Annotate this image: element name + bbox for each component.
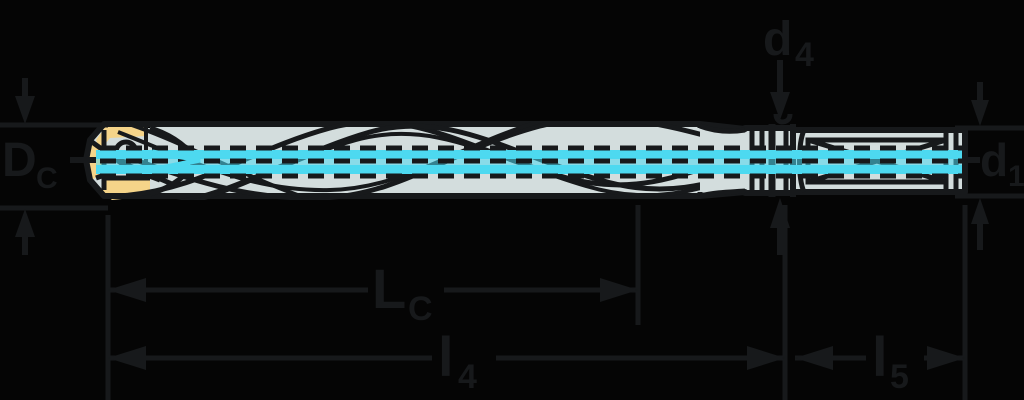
d1-arrow-bot-head	[971, 198, 989, 224]
d1-label: d	[980, 134, 1008, 186]
upper-insert-fill	[96, 126, 146, 150]
l5-label: l	[872, 325, 888, 388]
l4-label-mask	[432, 330, 496, 388]
l5-label-mask	[866, 330, 924, 388]
d4-arrow-top-head	[770, 92, 790, 120]
dc-subscript: C	[36, 162, 58, 195]
d1-subscript: 1	[1008, 160, 1024, 193]
d4-label: d	[763, 13, 792, 66]
coolant-band-upper	[96, 150, 962, 159]
dc-label: D	[2, 134, 37, 187]
taper-top-curve	[699, 123, 746, 134]
dimension-d1: d 1	[955, 82, 1024, 250]
dimension-dc: D C	[0, 78, 108, 255]
coolant-tip-split	[151, 149, 201, 173]
lc-arrow-left	[108, 278, 146, 302]
l4-arrow-right	[747, 346, 785, 370]
taper-bottom-curve	[699, 188, 746, 199]
l4-subscript: 4	[458, 358, 477, 396]
d4-subscript: 4	[795, 36, 814, 74]
neck-top-notch	[773, 113, 793, 125]
coolant-band-lower	[96, 165, 962, 174]
l4-arrow-left	[108, 346, 146, 370]
dimension-d4: d 4	[763, 13, 814, 255]
l5-arrow-left	[795, 346, 833, 370]
lc-subscript: C	[408, 290, 433, 328]
d1-arrow-top-head	[971, 100, 989, 126]
dimension-l5: l 5	[795, 205, 968, 400]
flute-line-5	[139, 131, 700, 200]
dimension-lc: L C	[105, 205, 641, 400]
lc-label-mask	[368, 262, 444, 318]
tool-assembly	[83, 113, 968, 200]
dimension-l4: l 4	[108, 205, 788, 400]
dc-arrow-bot-head	[15, 209, 35, 237]
lc-label: L	[372, 257, 406, 320]
l5-arrow-right	[927, 346, 965, 370]
lc-arrow-right	[600, 278, 638, 302]
l5-subscript: 5	[890, 358, 909, 396]
dc-arrow-top-head	[15, 96, 35, 124]
coolant-channel-group	[96, 145, 962, 179]
l4-label: l	[438, 325, 454, 388]
